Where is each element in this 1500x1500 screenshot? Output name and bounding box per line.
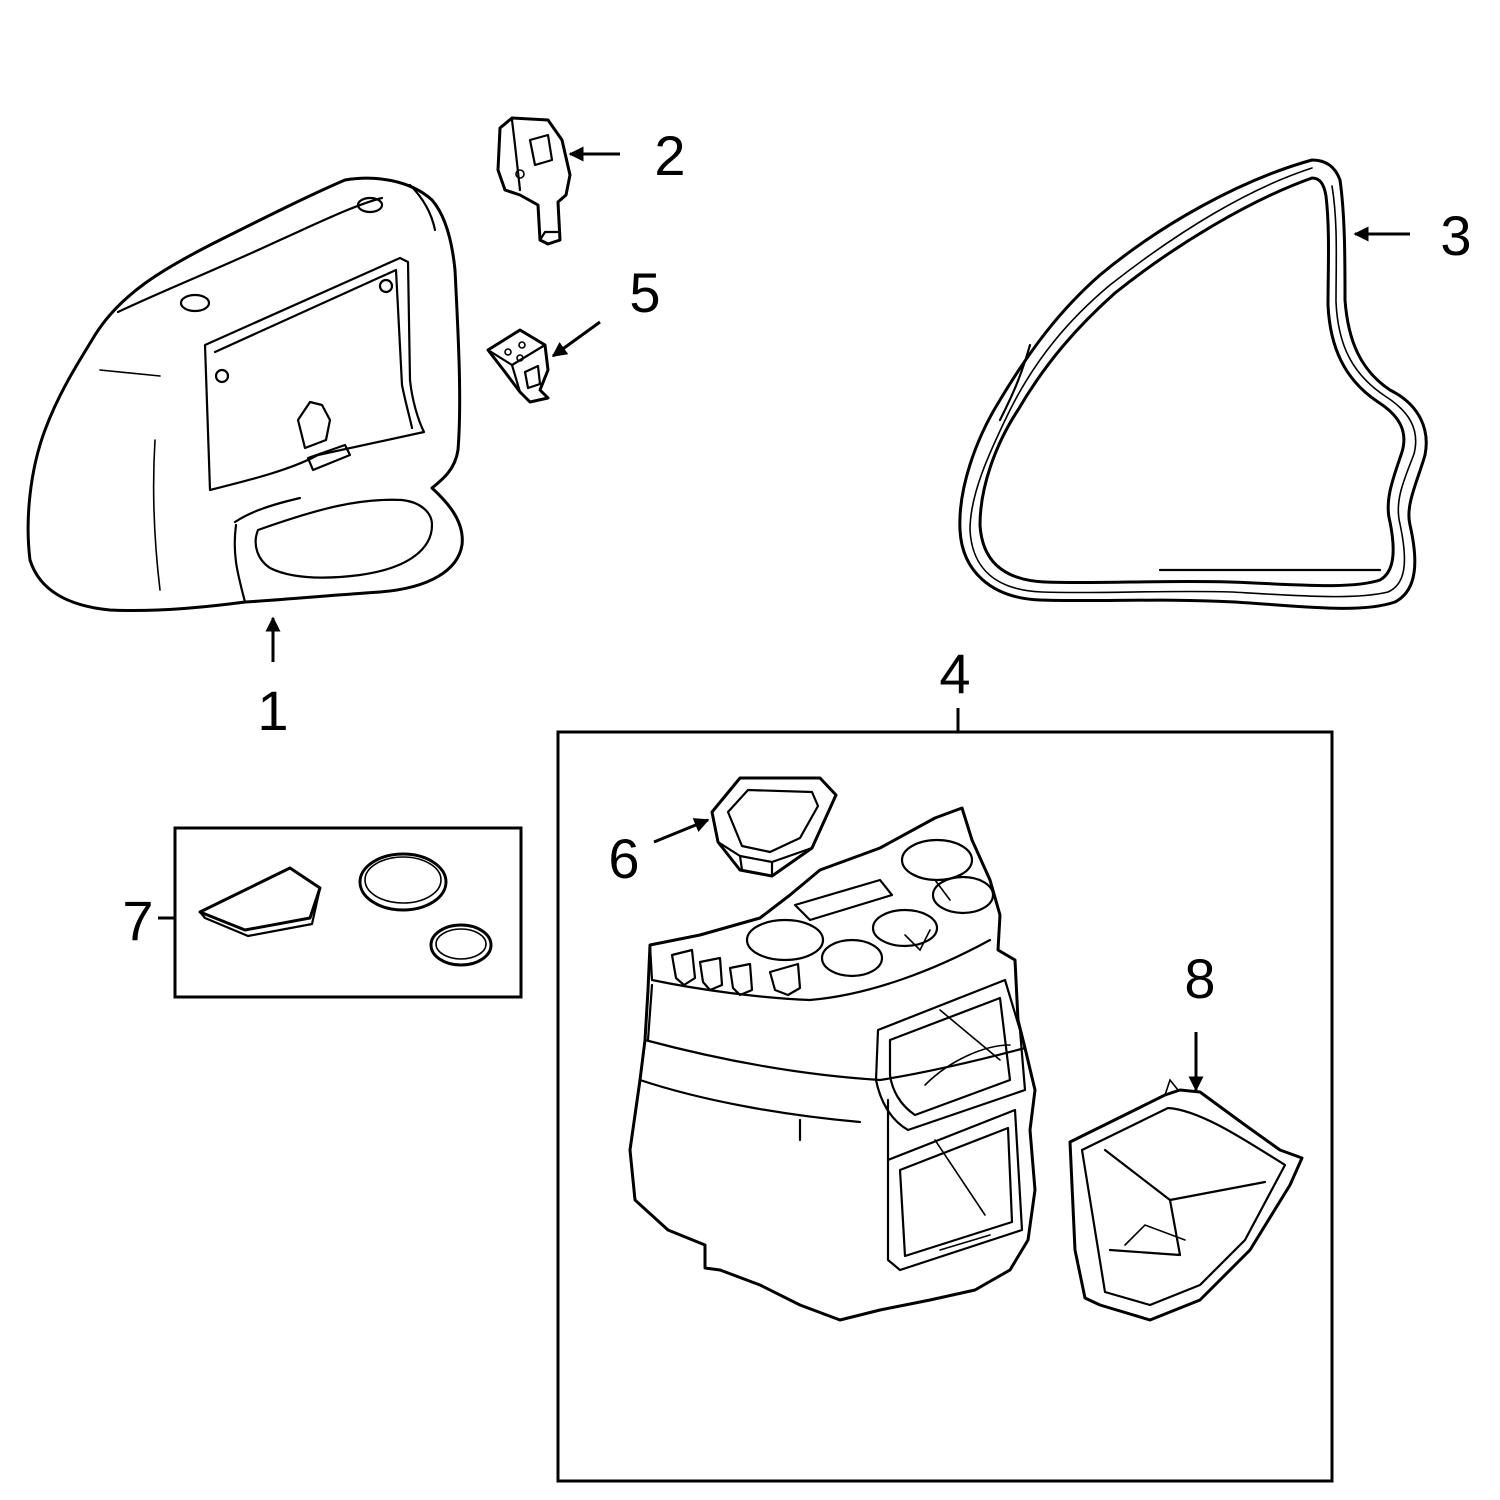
part-1-console-side-panel[interactable]: [26, 176, 464, 613]
part-4-center-console[interactable]: [628, 806, 1037, 1322]
callout-8: 8: [1184, 947, 1215, 1010]
callout-7: 7: [122, 889, 153, 952]
leader-6: [653, 818, 710, 844]
part-8-storage-bin[interactable]: [1068, 1078, 1304, 1322]
part-7-pad-rectangular[interactable]: [198, 866, 322, 938]
callout-3: 3: [1440, 204, 1471, 267]
callout-1: 1: [257, 679, 288, 742]
part-7-kit-box: [173, 826, 523, 999]
part-2-bracket[interactable]: [496, 116, 572, 246]
part-5-clip[interactable]: [486, 328, 550, 404]
callout-4: 4: [939, 642, 970, 705]
part-7-pad-large-round[interactable]: [358, 852, 448, 912]
leader-5: [551, 320, 601, 358]
callout-5: 5: [629, 261, 660, 324]
callout-6: 6: [608, 827, 639, 890]
part-3-seal[interactable]: [958, 158, 1428, 610]
part-6-insert[interactable]: [710, 776, 838, 878]
part-4-console-assembly-box: [556, 730, 1334, 1483]
callout-2: 2: [654, 124, 685, 187]
part-7-pad-small-round[interactable]: [429, 923, 493, 967]
